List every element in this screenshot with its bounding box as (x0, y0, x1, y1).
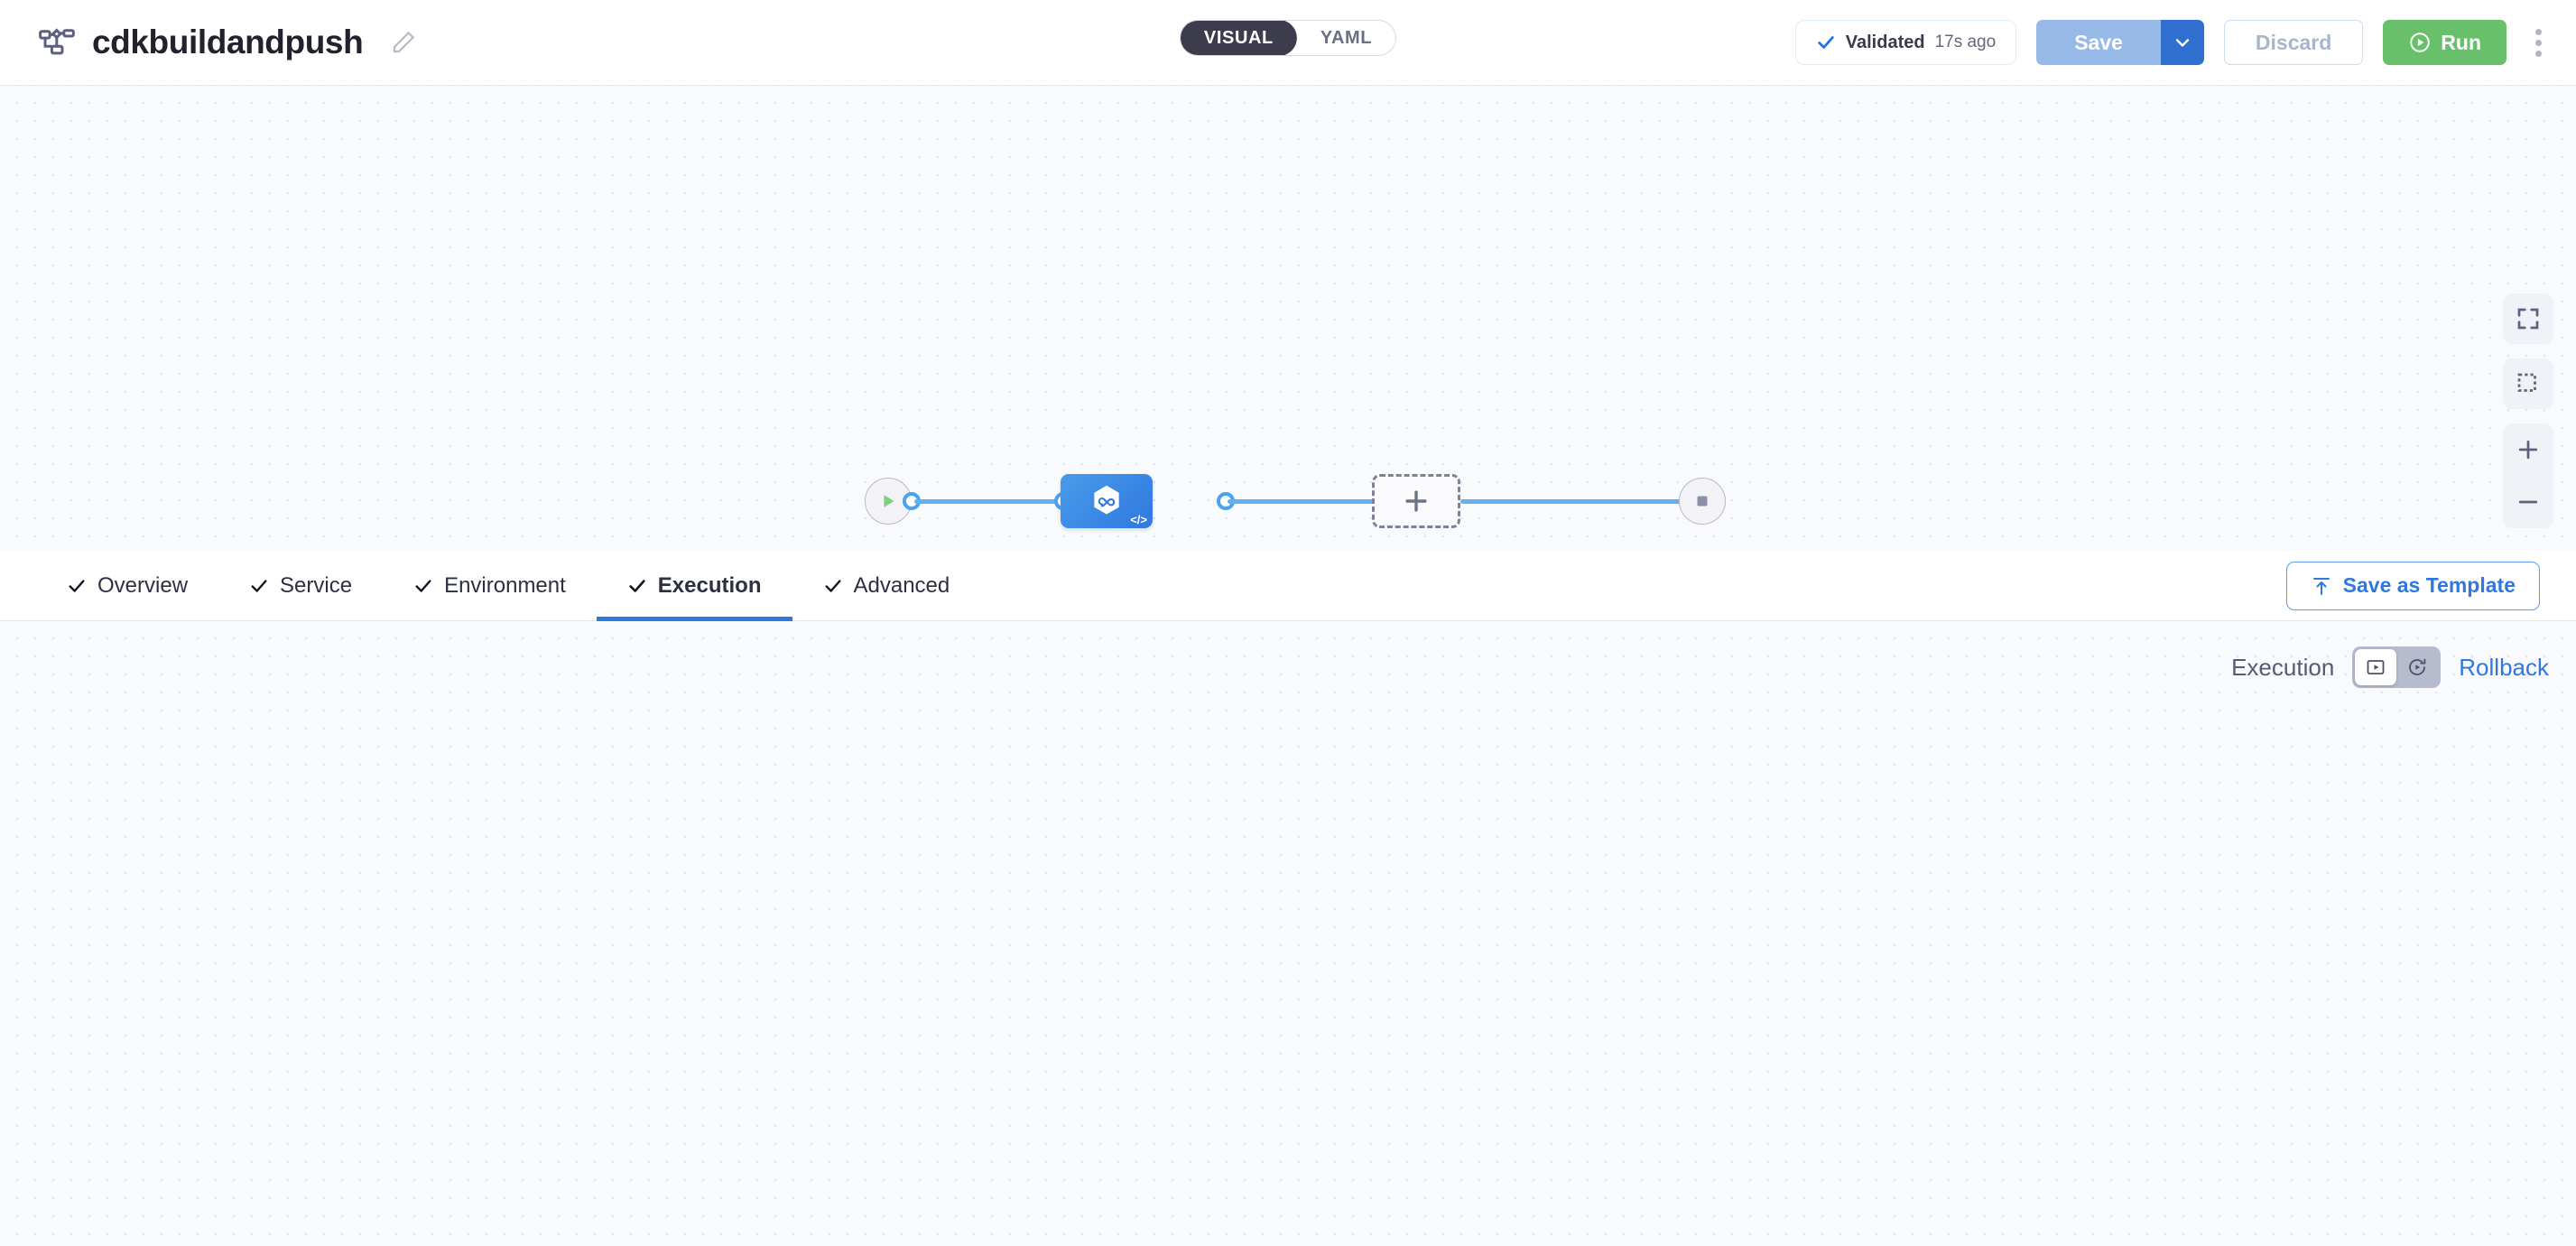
page-title: cdkbuildandpush (92, 23, 364, 60)
plus-icon (1401, 486, 1432, 516)
run-button[interactable]: Run (2383, 20, 2507, 65)
run-label: Run (2441, 30, 2481, 54)
check-icon (823, 576, 843, 596)
code-badge[interactable]: </> (1130, 513, 1147, 526)
zoom-controls (2503, 423, 2553, 528)
edge-add-stage-to-end (1460, 499, 1691, 504)
rollback-icon (2406, 656, 2428, 678)
play-icon (878, 491, 898, 511)
play-circle-icon (2408, 31, 2432, 54)
add-stage-button[interactable] (1372, 474, 1460, 528)
save-button[interactable]: Save (2036, 20, 2161, 65)
stage-canvas[interactable]: </> ckd Add Stage (0, 86, 2576, 601)
rollback-mode-button[interactable] (2396, 649, 2438, 685)
execution-mode-segmented-control (2352, 646, 2442, 688)
visual-mode-button[interactable]: VISUAL (1180, 21, 1297, 55)
tab-execution[interactable]: Execution (596, 551, 792, 621)
tab-advanced[interactable]: Advanced (792, 551, 981, 621)
tab-label: Advanced (853, 572, 950, 598)
tab-service[interactable]: Service (218, 551, 383, 621)
pencil-icon[interactable] (379, 29, 417, 56)
stage-node-layer: </> ckd Add Stage (0, 86, 2576, 601)
zoom-out-button[interactable] (2503, 476, 2553, 528)
stop-icon (1692, 491, 1712, 511)
save-as-template-label: Save as Template (2342, 573, 2516, 597)
tab-label: Overview (97, 572, 189, 598)
save-button-group: Save (2036, 20, 2204, 65)
tab-label: Environment (444, 572, 566, 598)
stage-tabbar: Overview Service Environment Execution A… (0, 551, 2576, 621)
pipeline-flow-icon (38, 23, 76, 61)
edge-ckd-to-add-stage (1228, 499, 1374, 504)
fit-to-screen-button[interactable] (2503, 293, 2553, 344)
tab-overview[interactable]: Overview (36, 551, 218, 621)
fullscreen-icon (2515, 305, 2542, 332)
upload-template-icon (2311, 575, 2332, 597)
canvas-toolbar (2503, 293, 2553, 528)
tab-label: Execution (657, 572, 762, 598)
stage-node-ckd[interactable]: </> (1061, 474, 1153, 528)
save-as-template-button[interactable]: Save as Template (2285, 561, 2540, 610)
selection-box-button[interactable] (2503, 358, 2553, 409)
execution-mode-button[interactable] (2355, 649, 2397, 685)
save-dropdown-button[interactable] (2160, 20, 2204, 65)
tab-environment[interactable]: Environment (383, 551, 597, 621)
view-mode-toggle: VISUAL YAML (1179, 20, 1397, 56)
app-header: cdkbuildandpush VISUAL YAML Validated 17… (0, 0, 2576, 86)
discard-button[interactable]: Discard (2223, 20, 2364, 65)
play-box-icon (2365, 656, 2386, 678)
validated-label: Validated (1845, 32, 1925, 52)
chevron-down-icon (2173, 33, 2191, 51)
check-icon (67, 576, 87, 596)
zoom-in-button[interactable] (2503, 423, 2553, 476)
header-actions: Validated 17s ago Save Discard Run (1794, 20, 2576, 65)
check-icon (1816, 33, 1836, 52)
pipeline-end-node[interactable] (1679, 478, 1726, 525)
kebab-menu-icon[interactable] (2526, 22, 2551, 64)
execution-label: Execution (2231, 653, 2335, 681)
execution-canvas[interactable]: Execution Rollback (0, 621, 2576, 1246)
marquee-select-icon (2515, 370, 2542, 397)
edge-start-to-ckd (914, 499, 1063, 504)
check-icon (249, 576, 269, 596)
tab-label: Service (280, 572, 353, 598)
yaml-mode-button[interactable]: YAML (1297, 21, 1395, 55)
harness-hexagon-icon (1089, 483, 1125, 519)
execution-rollback-toggle-row: Execution Rollback (2231, 646, 2549, 688)
check-icon (627, 576, 647, 596)
check-icon (413, 576, 433, 596)
minus-icon (2515, 488, 2542, 516)
status-badge: Validated 17s ago (1794, 20, 2017, 65)
header-left: cdkbuildandpush (0, 23, 417, 61)
rollback-label[interactable]: Rollback (2459, 653, 2549, 681)
validated-timestamp: 17s ago (1934, 33, 1997, 51)
plus-icon (2515, 436, 2542, 463)
execution-node-layer: build </> dinD (0, 621, 2576, 1246)
